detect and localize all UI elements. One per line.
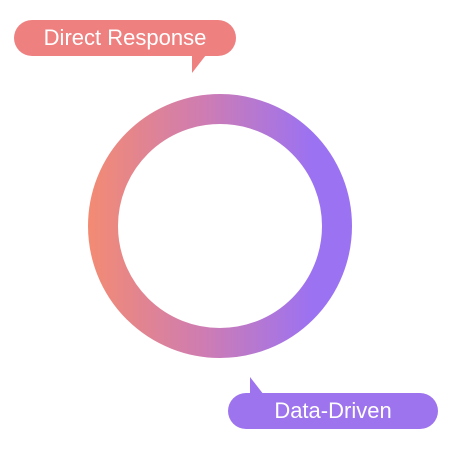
label-bubble-data-driven: Data-Driven — [228, 393, 438, 429]
label-direct-response: Direct Response — [43, 25, 207, 50]
ring-stroke — [88, 94, 352, 358]
label-data-driven: Data-Driven — [274, 398, 392, 423]
label-bubble-direct-response: Direct Response — [14, 20, 236, 56]
top-bubble-tail — [192, 55, 206, 73]
bottom-bubble-tail — [250, 377, 264, 395]
